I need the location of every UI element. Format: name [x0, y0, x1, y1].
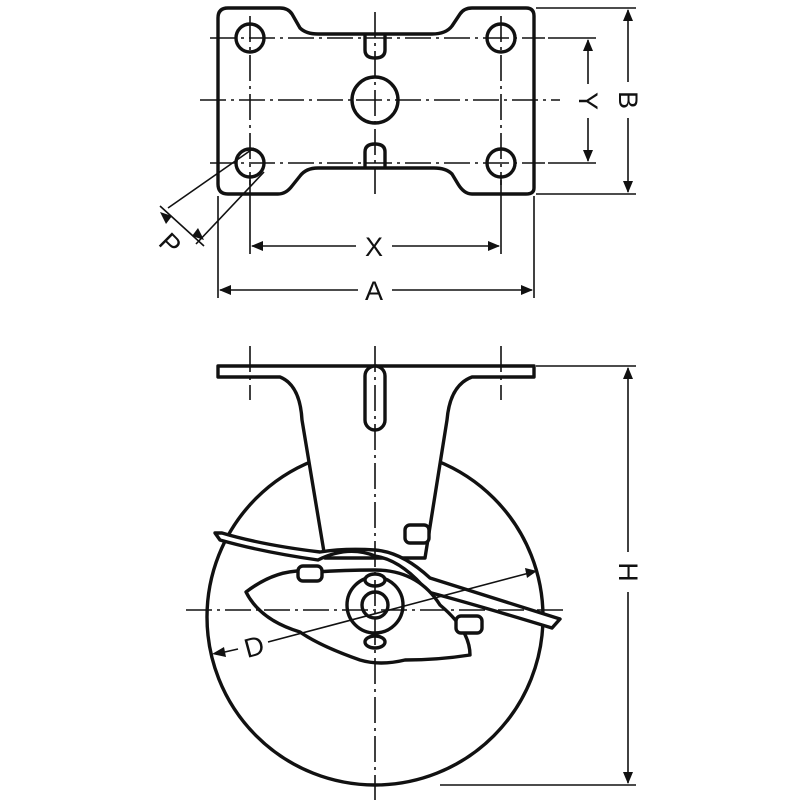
label-h: H	[613, 562, 643, 582]
dimension-h: H	[440, 365, 643, 786]
label-b: B	[613, 91, 643, 109]
dimension-p: P	[153, 147, 265, 261]
rivet-upper	[403, 523, 431, 545]
label-x: X	[365, 232, 383, 262]
brake-lever	[213, 531, 562, 630]
side-view	[186, 346, 563, 800]
plate-outline	[216, 6, 536, 196]
fork-bracket	[216, 364, 536, 560]
label-y: Y	[573, 92, 603, 110]
dimension-b: B	[536, 7, 643, 195]
dimension-y: Y	[548, 37, 603, 164]
dimension-a: A	[217, 196, 535, 306]
rivet-right	[454, 614, 484, 635]
top-plate-view	[200, 6, 560, 196]
rivet-left	[296, 564, 324, 583]
label-a: A	[365, 276, 383, 306]
dimension-x: X	[249, 180, 502, 262]
label-p: P	[153, 227, 187, 261]
